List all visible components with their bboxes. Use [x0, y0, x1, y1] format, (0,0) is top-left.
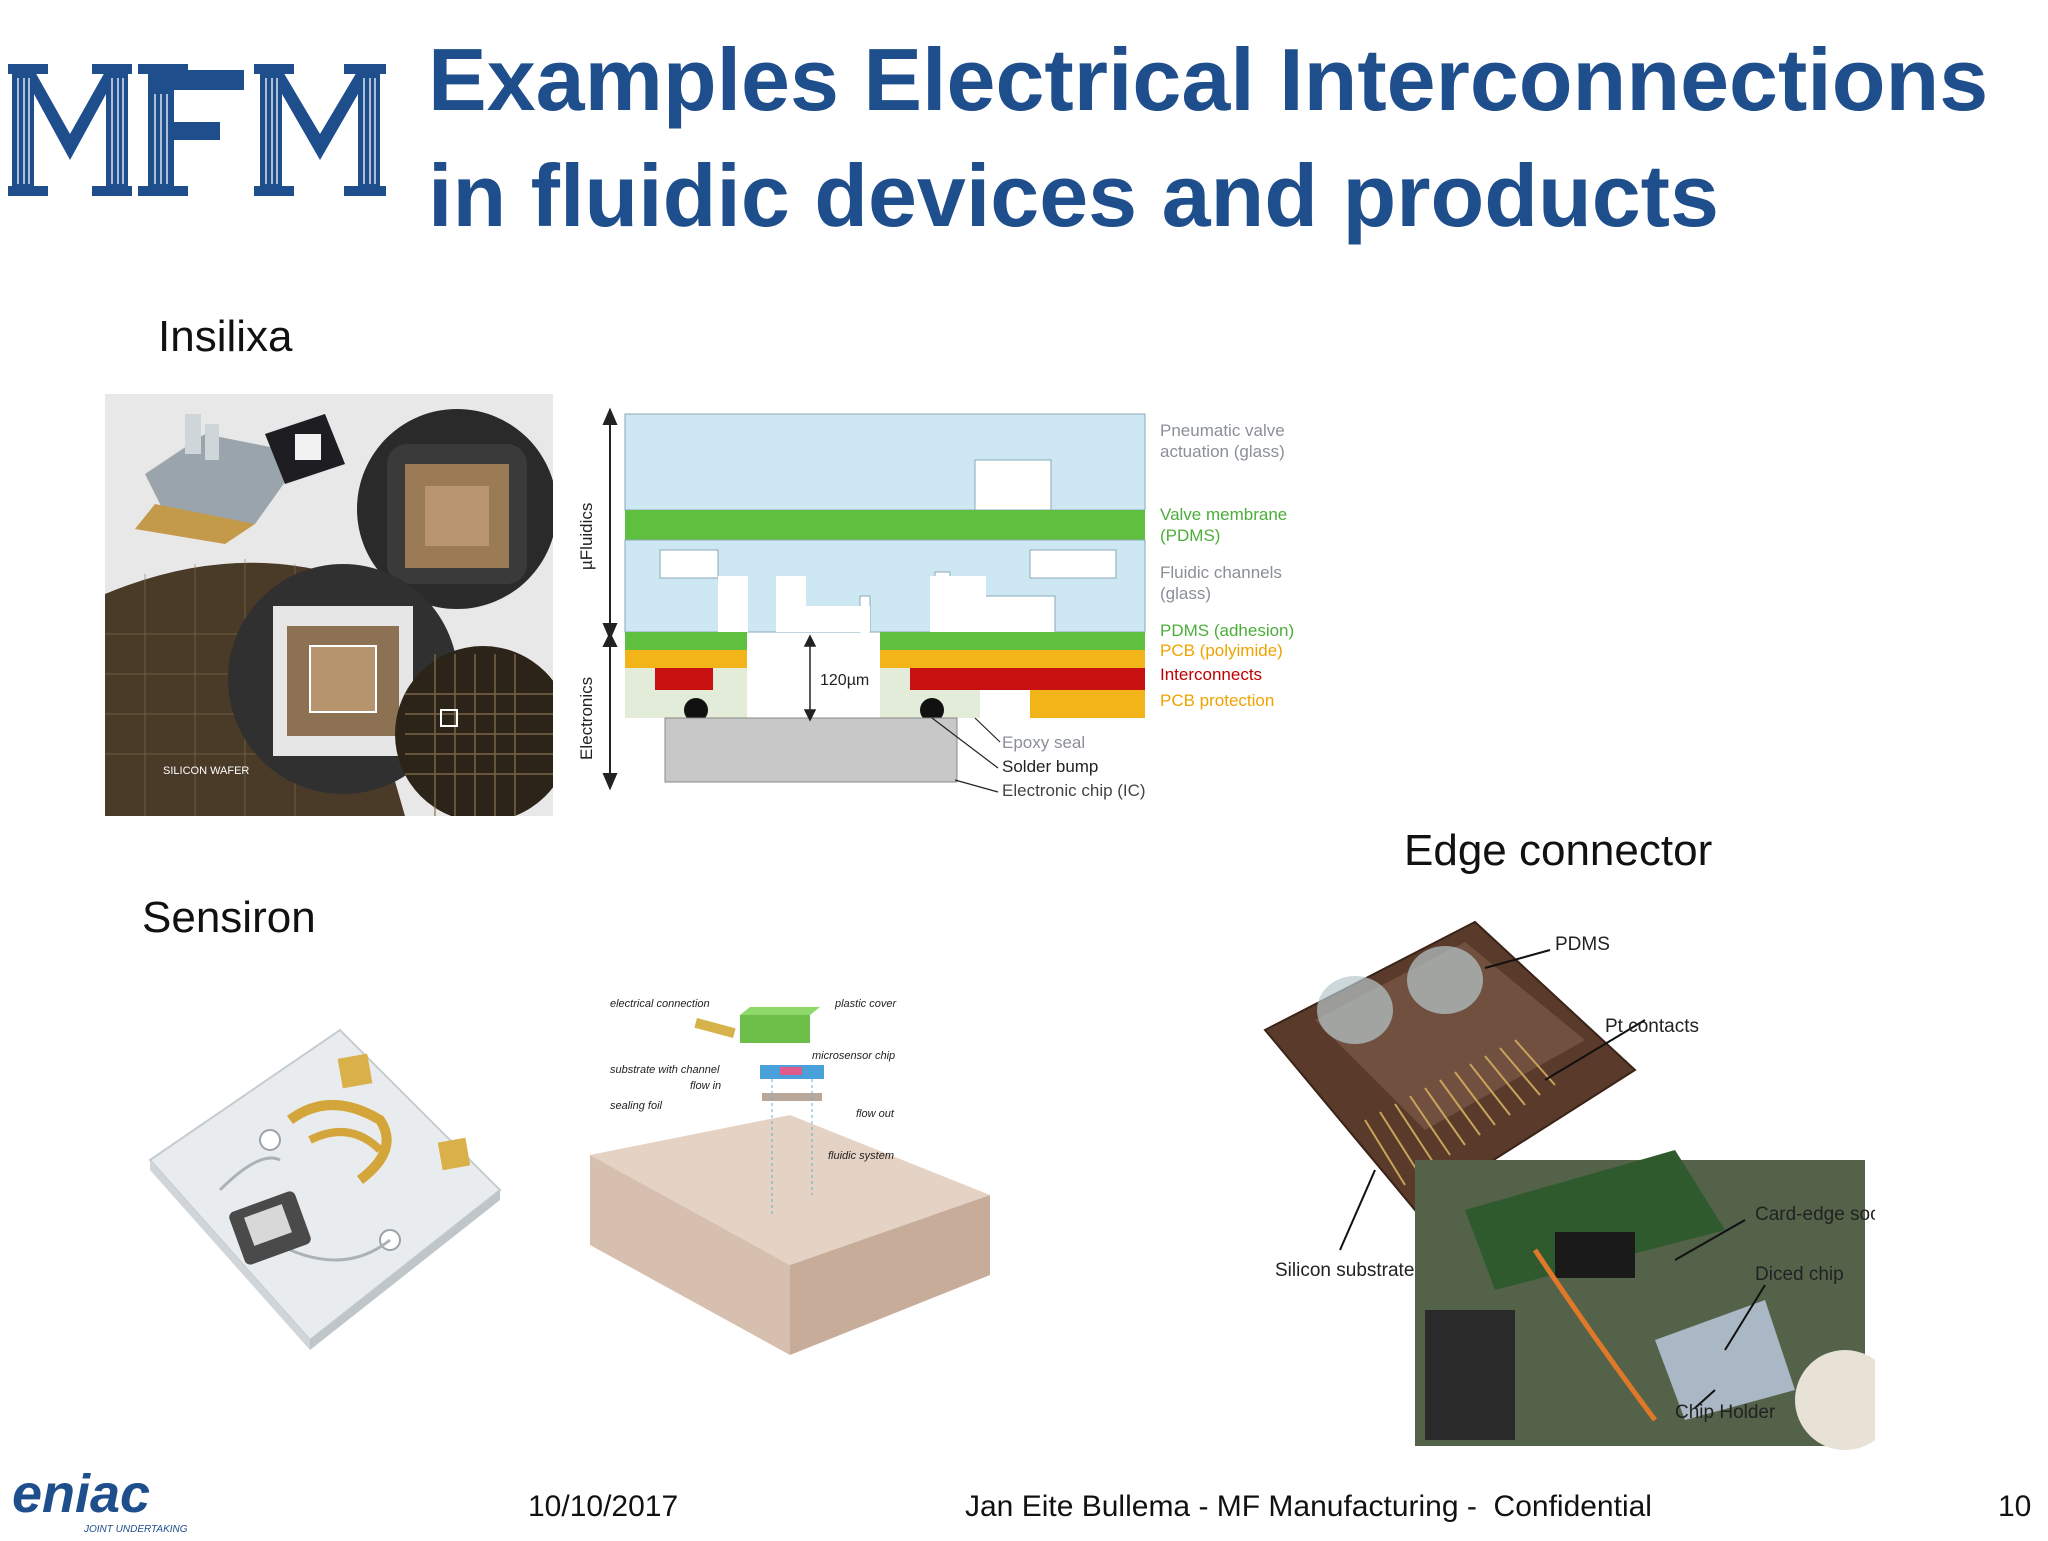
- slide-title-line-2: in fluidic devices and products: [428, 146, 1719, 245]
- layer-label-valve-membrane: Valve membrane (PDMS): [1160, 505, 1288, 545]
- layer-label-fluidic-channels: Fluidic channels (glass): [1160, 563, 1282, 603]
- edge-label-card-edge-socket: Card-edge socket: [1755, 1204, 1875, 1225]
- layer-legend: Pneumatic valve actuation (glass) Valve …: [1160, 421, 1295, 710]
- section-label-sensiron: Sensiron: [142, 893, 316, 942]
- layer-label-interconnects: Interconnects: [1160, 665, 1263, 684]
- eniac-logo-text: eniac: [12, 1466, 150, 1524]
- eniac-logo: eniac JOINT UNDERTAKING: [6, 1464, 226, 1536]
- callout-solder-bump: Solder bump: [1002, 757, 1098, 776]
- edge-label-silicon-substrate: Silicon substrate: [1275, 1260, 1414, 1281]
- callout-electronic-chip: Electronic chip (IC): [1002, 781, 1146, 800]
- edge-label-diced-chip: Diced chip: [1755, 1264, 1844, 1285]
- mfm-logo-graphic: [8, 64, 388, 196]
- eniac-logo-subtext: JOINT UNDERTAKING: [83, 1524, 188, 1535]
- exploded-label-plastic-cover: plastic cover: [834, 998, 897, 1010]
- exploded-label-sealing-foil: sealing foil: [610, 1100, 663, 1112]
- exploded-label-electrical-connection: electrical connection: [610, 998, 710, 1010]
- wafer-label: SILICON WAFER: [163, 765, 249, 777]
- slide-title: Examples Electrical Interconnections in …: [428, 22, 2028, 254]
- insilixa-chip-photo: SILICON WAFER: [105, 394, 553, 816]
- axis-label-electronics: Electronics: [577, 677, 596, 760]
- layer-label-pcb-polyimide: PCB (polyimide): [1160, 641, 1283, 660]
- exploded-label-substrate: substrate with channel: [610, 1064, 720, 1076]
- callout-epoxy-seal: Epoxy seal: [1002, 733, 1085, 752]
- stack-cross-section-diagram: µFluidics Electronics: [570, 400, 1350, 820]
- gap-label: 120µm: [820, 672, 869, 689]
- slide-title-line-1: Examples Electrical Interconnections: [428, 30, 1989, 129]
- axis-label-fluidics: µFluidics: [577, 503, 596, 570]
- exploded-label-fluidic-system: fluidic system: [828, 1150, 894, 1162]
- edge-label-pt-contacts: Pt contacts: [1605, 1016, 1699, 1037]
- footer-date: 10/10/2017: [528, 1490, 679, 1523]
- sensiron-exploded-view: electrical connection plastic cover micr…: [590, 975, 990, 1355]
- slide-number: 10: [1998, 1490, 2032, 1523]
- exploded-label-microsensor-chip: microsensor chip: [812, 1050, 895, 1062]
- layer-label-pcb-protection: PCB protection: [1160, 691, 1275, 710]
- edge-label-chip-holder: Chip Holder: [1675, 1402, 1776, 1423]
- exploded-label-flow-out: flow out: [856, 1108, 895, 1120]
- mfm-logo: [8, 64, 388, 196]
- edge-connector-photo: PDMS Pt contacts Silicon substrate Card-…: [1255, 920, 1906, 1450]
- section-label-edge-connector: Edge connector: [1404, 826, 1713, 875]
- section-label-insilixa: Insilixa: [158, 312, 293, 361]
- exploded-label-flow-in: flow in: [690, 1080, 721, 1092]
- footer-center-text: Jan Eite Bullema - MF Manufacturing - Co…: [965, 1490, 1652, 1523]
- layer-label-pdms-adhesion: PDMS (adhesion): [1160, 621, 1295, 640]
- edge-label-pdms: PDMS: [1555, 934, 1610, 955]
- sensiron-chip-photo: [140, 1010, 510, 1350]
- layer-label-pneumatic: Pneumatic valve actuation (glass): [1160, 421, 1285, 461]
